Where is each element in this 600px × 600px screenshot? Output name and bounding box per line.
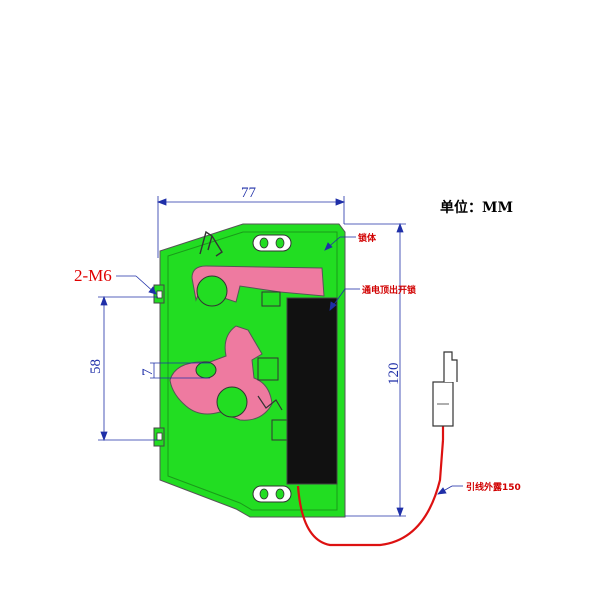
solenoid-body [286, 297, 338, 485]
mount-hole-top [156, 290, 163, 299]
plate-block-3 [271, 419, 289, 441]
pivot-hole-lower [216, 386, 248, 418]
lead-wire-leader [437, 485, 463, 495]
latch-spring [257, 395, 283, 411]
wire-connector [432, 351, 458, 427]
unit-label: 单位：MM [440, 199, 513, 216]
spring-clip [199, 230, 223, 257]
lock-body-label: 锁体 [358, 232, 377, 244]
lock-body-leader [324, 236, 356, 251]
slot-holes-top [252, 234, 292, 252]
latch-slot [195, 361, 217, 379]
plate-block-1 [261, 291, 281, 307]
dimension-slot-gap [150, 362, 210, 379]
lock-body-inner-outline [167, 231, 338, 511]
plate-block-2 [257, 357, 279, 381]
dimension-height-label: 120 [386, 363, 402, 386]
power-open-leader [329, 288, 360, 311]
dimension-width-label: 77 [241, 185, 257, 201]
power-open-label: 通电顶出开锁 [362, 284, 416, 296]
slot-holes-bottom [252, 485, 292, 503]
mount-hole-bottom [156, 432, 163, 441]
dimension-slot-gap-label: 7 [140, 368, 156, 376]
dimension-height [344, 222, 406, 518]
thread-label: 2-M6 [74, 266, 112, 285]
dimension-hole-spacing-label: 58 [88, 359, 104, 374]
lead-wire-label: 引线外露150 [466, 481, 521, 493]
lead-wire [296, 439, 445, 547]
thread-leader [116, 275, 157, 295]
pivot-hole-upper [196, 275, 228, 307]
dimension-hole-spacing [98, 295, 158, 442]
dimension-width [156, 196, 346, 258]
